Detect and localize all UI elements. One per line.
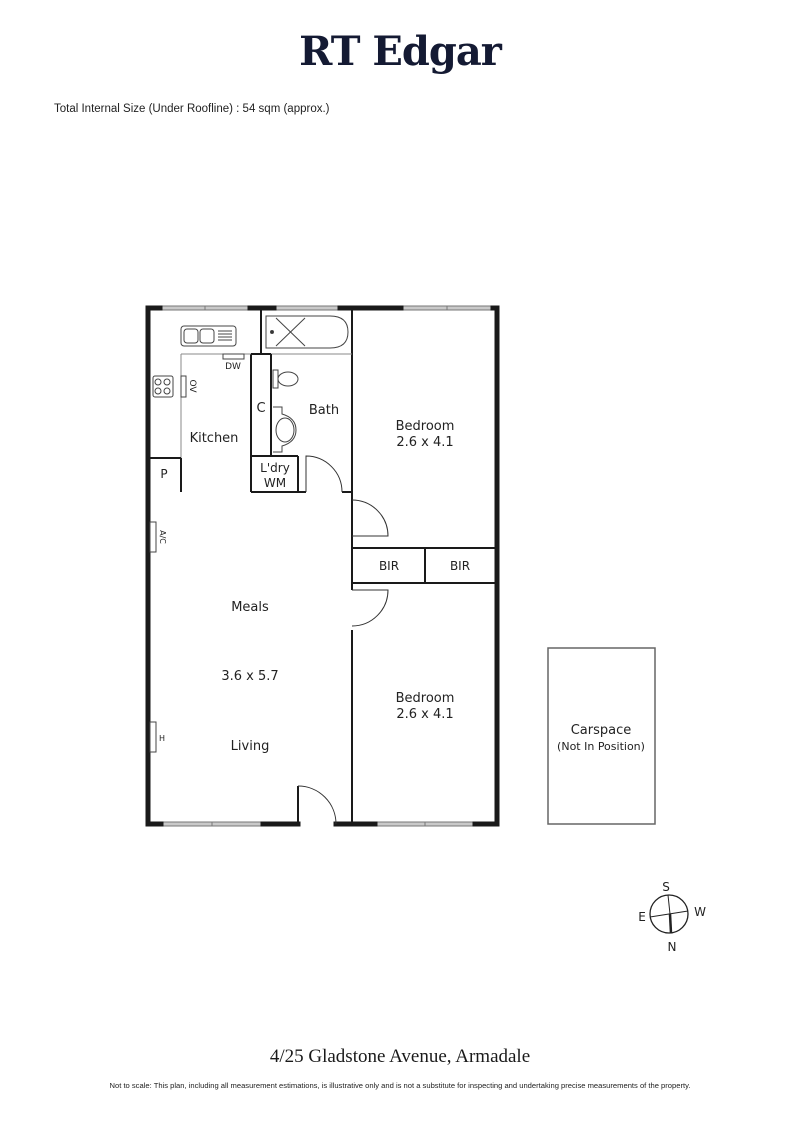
room-bath: Bath	[309, 403, 339, 418]
compass-n: N	[668, 940, 677, 954]
dishwasher-icon	[222, 353, 245, 360]
heater-icon	[149, 721, 157, 753]
room-bir-1: BIR	[379, 559, 399, 573]
room-bir-2: BIR	[450, 559, 470, 573]
room-living: Living	[231, 739, 270, 754]
heater-label: H	[159, 734, 165, 743]
washing-machine-label: WM	[264, 476, 286, 490]
room-kitchen: Kitchen	[190, 431, 239, 446]
disclaimer: Not to scale: This plan, including all m…	[109, 1081, 691, 1090]
oven-label: OV	[187, 379, 197, 393]
cooktop-icon	[152, 375, 187, 398]
total-size-note: Total Internal Size (Under Roofline) : 5…	[54, 103, 330, 115]
brand-logo: RT Edgar	[299, 28, 502, 75]
room-laundry: L'dry	[260, 461, 290, 475]
carspace-outline	[547, 647, 656, 825]
compass-icon	[649, 894, 689, 934]
room-bedroom-1: Bedroom	[396, 419, 455, 434]
carspace-note: (Not In Position)	[557, 740, 645, 753]
windows	[159, 305, 494, 827]
room-meals-living-dims: 3.6 x 5.7	[221, 669, 278, 684]
doors	[297, 455, 389, 825]
ac-label: A/C	[158, 530, 167, 544]
room-cupboard: C	[256, 401, 265, 416]
carspace-label: Carspace	[571, 723, 632, 738]
dishwasher-label: DW	[225, 362, 241, 372]
room-bedroom-2: Bedroom	[396, 691, 455, 706]
ac-unit-icon	[149, 521, 157, 553]
interior-walls	[148, 308, 497, 824]
toilet-icon	[272, 369, 299, 389]
room-bedroom-2-dims: 2.6 x 4.1	[396, 707, 453, 722]
room-meals: Meals	[231, 600, 269, 615]
sink-icon	[180, 325, 237, 347]
bathtub-icon	[265, 315, 349, 349]
property-address: 4/25 Gladstone Avenue, Armadale	[269, 1046, 531, 1067]
basin-icon	[273, 406, 297, 453]
compass-s: S	[662, 880, 670, 894]
room-bedroom-1-dims: 2.6 x 4.1	[396, 435, 453, 450]
exterior-walls	[145, 305, 500, 827]
compass-w: W	[694, 905, 706, 919]
room-pantry: P	[160, 467, 167, 481]
compass-e: E	[638, 910, 646, 924]
